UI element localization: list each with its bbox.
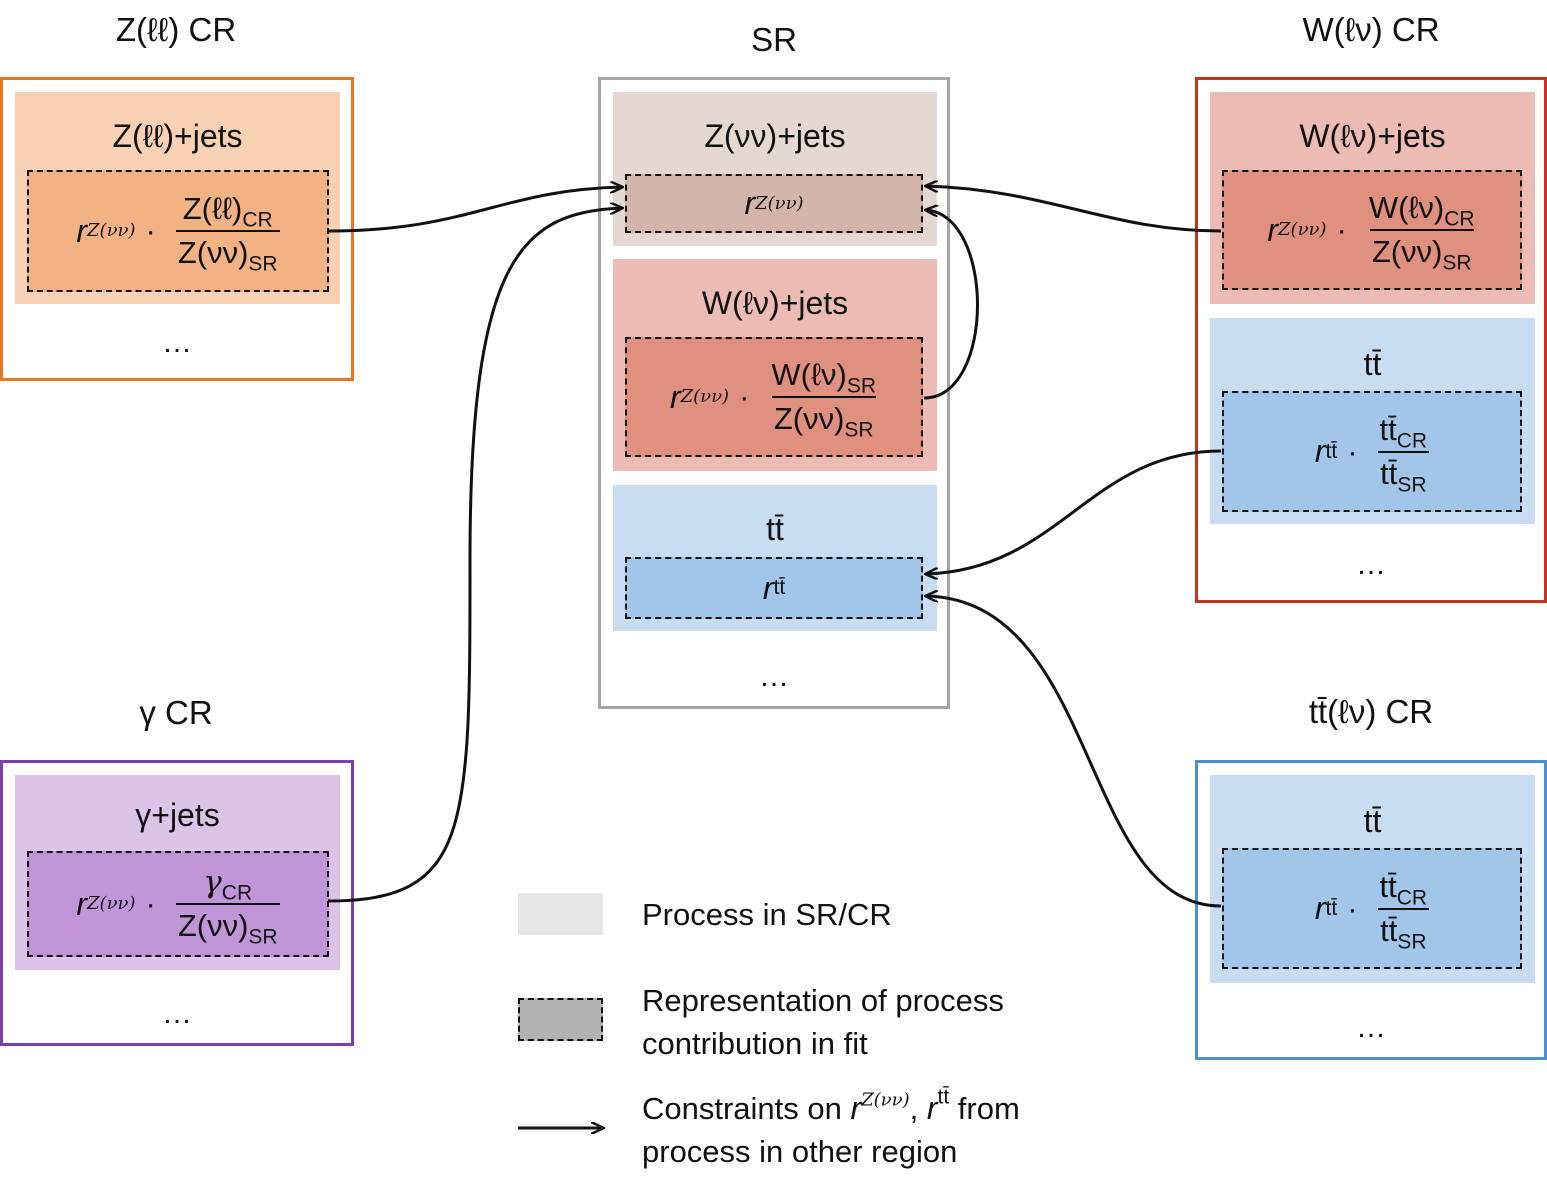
- arrow-ttln-cr-to-sr-tt: [926, 596, 1222, 908]
- legend-process-swatch: [518, 893, 603, 935]
- wln-cr-more: …: [1356, 548, 1386, 581]
- sr-title: SR: [751, 21, 797, 58]
- ttln-cr-more: …: [1356, 1011, 1386, 1044]
- arrow-wln-cr-tt-to-sr-tt: [926, 449, 1222, 574]
- zll-cr-title: Z(ℓℓ) CR: [115, 11, 237, 48]
- wln-cr-wln-label: W(ℓν)+jets: [1299, 118, 1446, 154]
- arrow-zll-to-sr-znn: [327, 187, 622, 233]
- sr-wln-label: W(ℓν)+jets: [701, 285, 849, 321]
- gamma-jets-label: γ+jets: [135, 797, 220, 833]
- wln-cr-tt-label: tt̄: [1363, 346, 1382, 382]
- sr-more: …: [759, 660, 789, 693]
- legend-rep-swatch: [518, 998, 603, 1041]
- arrow-sr-wln-to-sr-znn: [924, 210, 979, 400]
- ttln-cr-tt-label: tt̄: [1363, 803, 1382, 839]
- wln-cr-title: W(ℓν) CR: [1302, 11, 1440, 48]
- zll-cr-more: …: [162, 326, 192, 359]
- legend-process-label: Process in SR/CR: [642, 897, 892, 932]
- gamma-cr-more: …: [162, 997, 192, 1030]
- legend-constraint-label: Constraints on rZ(νν), rtt̄ from process…: [642, 1085, 1020, 1169]
- zll-jets-label: Z(ℓℓ)+jets: [112, 118, 243, 154]
- ttln-cr-title: tt̄(ℓν) CR: [1308, 693, 1434, 730]
- legend-rep-label: Representation of process contribution i…: [642, 983, 1004, 1061]
- arrow-wln-cr-to-sr-znn: [926, 186, 1222, 233]
- sr-tt-label: tt̄: [766, 511, 784, 547]
- gamma-cr-title: γ CR: [139, 694, 213, 731]
- sr-znn-label: Z(νν)+jets: [704, 118, 846, 154]
- arrow-gamma-to-sr-znn: [327, 208, 622, 903]
